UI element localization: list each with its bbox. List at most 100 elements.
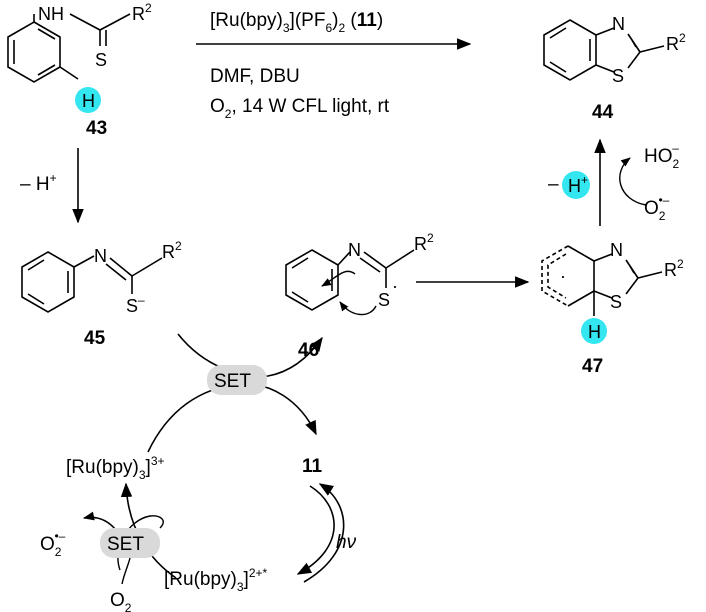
- label-11: 11: [302, 456, 323, 477]
- ru3-close: ]: [146, 457, 151, 478]
- r-47-sup: 2: [677, 257, 684, 271]
- atom-n-45: N: [94, 246, 107, 266]
- atom-n-47: N: [610, 240, 623, 260]
- catalyst-sub: 3: [283, 21, 290, 35]
- ru2-main: [Ru(bpy): [164, 569, 237, 590]
- catalyst-num: 11: [357, 10, 378, 31]
- ru3-label: [Ru(bpy)3]3+: [66, 454, 165, 482]
- minus-h-label: –: [548, 174, 559, 195]
- set-box-1: [207, 365, 267, 395]
- ho2-label: HO2 –: [644, 141, 680, 171]
- catalyst-mid: ](PF: [290, 10, 326, 31]
- conditions-o-sub: 2: [225, 107, 232, 121]
- o2-bottom: O2: [110, 590, 132, 612]
- highlight-h-43: [75, 87, 101, 113]
- ru2-close: ]: [244, 569, 249, 590]
- catalyst-sub3: 2: [338, 21, 345, 35]
- atom-r-44: R2: [666, 31, 686, 54]
- catalyst-close-paren: ): [377, 10, 383, 31]
- ru3-main: [Ru(bpy): [66, 457, 139, 478]
- ho2-sub: 2: [673, 157, 680, 171]
- label-46: 46: [298, 340, 319, 361]
- atom-nh-43: NH: [38, 4, 64, 24]
- r-44-sup: 2: [679, 31, 686, 45]
- compound-45-structure: N S– R2: [21, 239, 182, 316]
- atom-s-47: S: [610, 292, 622, 312]
- conditions-line2: O2, 14 W CFL light, rt: [210, 96, 390, 121]
- cycle-arc-45-to-46: [177, 333, 323, 378]
- hv-label: hν: [336, 532, 357, 553]
- o2-main: O: [110, 590, 125, 611]
- s-45-s: S: [126, 296, 138, 316]
- set-label-1: SET: [214, 371, 251, 392]
- o2-top-sub: 2: [659, 209, 666, 223]
- curly-arrow-46-b: [339, 301, 377, 316]
- ru3-sup: 3+: [151, 454, 165, 468]
- atom-h-47: H: [588, 322, 601, 342]
- compound-46-structure: N S · R2: [285, 231, 434, 316]
- atom-r-43: R2: [132, 1, 152, 24]
- deprotonation-text: – H: [20, 174, 50, 195]
- ru2-sub: 3: [237, 580, 244, 594]
- r-46-r: R: [414, 234, 427, 254]
- s-45-minus: –: [138, 293, 145, 307]
- ho2-main: HO: [644, 146, 673, 167]
- atom-s-45: S–: [126, 293, 145, 316]
- catalyst-label: [Ru(bpy)3](PF6)2 (11): [210, 10, 383, 35]
- atom-r-47: R2: [664, 257, 684, 280]
- r-47-r: R: [664, 260, 677, 280]
- h-plus-sup: +: [581, 173, 588, 187]
- radical-dot-46: ·: [392, 276, 398, 296]
- atom-r-46: R2: [414, 231, 434, 254]
- r-46-sup: 2: [427, 231, 434, 245]
- curly-arrow-oxidation: [619, 157, 647, 206]
- atom-h-43: H: [82, 91, 95, 111]
- conditions-rest: , 14 W CFL light, rt: [231, 96, 389, 117]
- deprotonation-sup: +: [50, 171, 57, 185]
- o2-sub: 2: [125, 601, 132, 612]
- conditions-line1: DMF, DBU: [210, 66, 300, 87]
- set-box-2: [100, 528, 160, 558]
- catalyst-open-paren: (: [345, 10, 357, 31]
- label-43: 43: [86, 118, 107, 139]
- conditions-o: O: [210, 96, 225, 117]
- label-47: 47: [582, 356, 603, 377]
- ru2-sup: 2+*: [249, 566, 268, 580]
- catalyst-sub2: 6: [325, 21, 332, 35]
- h-plus-h: H: [568, 176, 581, 196]
- h-plus-label: H+: [568, 173, 588, 196]
- o2-bottom-main: O: [40, 534, 55, 555]
- r-44-r: R: [666, 34, 679, 54]
- compound-43-structure: H NH S R2: [7, 1, 152, 113]
- catalyst-close: ): [332, 10, 338, 31]
- arrow-to-superoxide-bottom: [82, 511, 117, 531]
- atom-r-45: R2: [162, 239, 182, 262]
- atom-s-46: S: [378, 290, 390, 310]
- r-45-r: R: [162, 242, 175, 262]
- o2-top-sup: •–: [658, 193, 669, 207]
- label-44: 44: [592, 102, 614, 123]
- catalyst-prefix: [Ru(bpy): [210, 10, 283, 31]
- atom-n-46: N: [348, 240, 361, 260]
- o2-superoxide-top: O2 •–: [644, 193, 670, 223]
- highlight-h-47: [581, 318, 607, 344]
- atom-s-44: S: [612, 66, 624, 86]
- compound-44-structure: N S R2: [543, 14, 686, 86]
- r-45-sup: 2: [175, 239, 182, 253]
- ho2-sup: –: [672, 141, 679, 155]
- radical-dot-47: ·: [560, 266, 566, 286]
- ru3-sub: 3: [139, 468, 146, 482]
- set-label-2: SET: [107, 534, 144, 555]
- o2-top-main: O: [644, 198, 659, 219]
- o2-bottom-sup: •–: [54, 529, 65, 543]
- ru2-label: [Ru(bpy)3]2+*: [164, 566, 268, 594]
- arrow-11-to-ru2: [296, 485, 335, 575]
- r-43-sup: 2: [145, 1, 152, 15]
- atom-n-44: N: [612, 14, 625, 34]
- o2-feed-line: [121, 557, 131, 585]
- deprotonation-label: – H+: [20, 171, 57, 195]
- compound-47-structure: · N S H R2: [541, 240, 684, 344]
- curly-arrow-46-a: [321, 270, 356, 287]
- arrow-ru2-to-11: [303, 483, 345, 583]
- o2-bottom-sub: 2: [55, 545, 62, 559]
